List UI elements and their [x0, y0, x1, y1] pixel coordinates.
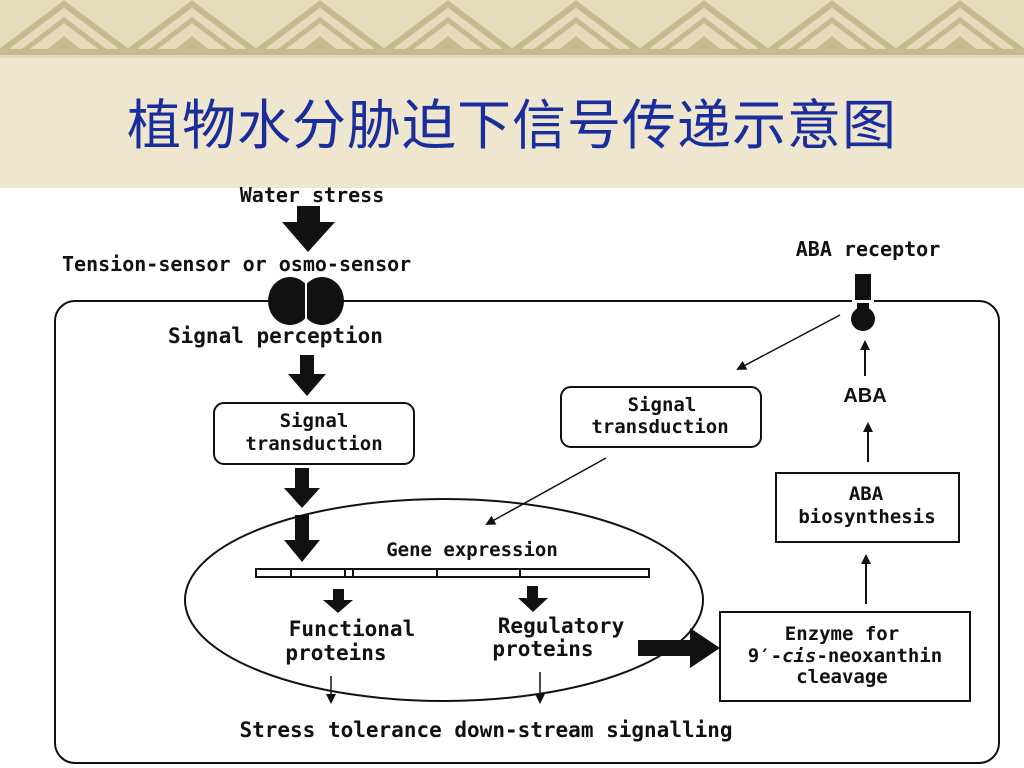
- regulatory-to-enzyme-arrow: [638, 628, 720, 668]
- right-transduction-box: [560, 386, 762, 448]
- left-transduction-line2: transduction: [245, 433, 382, 455]
- decorative-pattern: [0, 0, 1024, 58]
- gene-bar: [255, 568, 650, 578]
- osmo-sensor-shape: [268, 277, 344, 325]
- aba-receptor-label: ABA receptor: [796, 237, 941, 261]
- transduction-to-gene-arrow: [485, 457, 607, 525]
- bottom-signalling-label: Stress tolerance down-stream signalling: [239, 718, 732, 742]
- right-transduction-line2: transduction: [591, 416, 728, 438]
- aba-label: ABA: [843, 385, 886, 407]
- enzyme-box: [719, 611, 971, 702]
- regulatory-proteins-line2: proteins: [492, 637, 593, 661]
- enzyme-line3: cleavage: [796, 666, 888, 688]
- perception-arrow: [288, 355, 326, 396]
- gene-expression-label: Gene expression: [386, 539, 558, 561]
- slide-title: 植物水分胁迫下信号传递示意图: [127, 94, 897, 157]
- enzyme-line1: Enzyme for: [785, 623, 899, 645]
- enzyme-line2: 9′-cis-neoxanthin: [748, 645, 943, 667]
- aba-biosynthesis-line2: biosynthesis: [798, 506, 935, 528]
- aba-biosynthesis-box: [775, 472, 960, 543]
- left-transduction-line1: Signal: [280, 410, 349, 432]
- regulatory-proteins-line1: Regulatory: [498, 614, 625, 638]
- receptor-to-transduction-arrow: [736, 314, 841, 370]
- sensor-label: Tension-sensor or osmo-sensor: [62, 252, 411, 276]
- aba-receptor-shape: [851, 274, 875, 331]
- functional-arrow: [323, 589, 353, 613]
- functional-proteins-line1: Functional: [289, 617, 415, 641]
- water-stress-label: Water stress: [240, 183, 385, 207]
- transduction-arrow-2: [284, 515, 320, 562]
- regulatory-arrow: [518, 586, 548, 612]
- functional-proteins-line2: proteins: [285, 641, 386, 665]
- right-transduction-line1: Signal: [628, 394, 697, 416]
- signal-perception-label: Signal perception: [168, 324, 383, 348]
- enzyme-line2-suffix: -neoxanthin: [816, 645, 942, 667]
- cell-boundary: [54, 300, 1000, 764]
- water-stress-arrow: [282, 206, 335, 252]
- transduction-arrow-1: [284, 468, 320, 508]
- nucleus-ellipse: [184, 498, 704, 702]
- left-transduction-box: [213, 402, 415, 465]
- enzyme-line2-italic: cis: [782, 645, 816, 667]
- title-banner: 植物水分胁迫下信号传递示意图: [0, 0, 1024, 188]
- enzyme-line2-prefix: 9′-: [748, 645, 782, 667]
- aba-biosynthesis-line1: ABA: [849, 483, 884, 505]
